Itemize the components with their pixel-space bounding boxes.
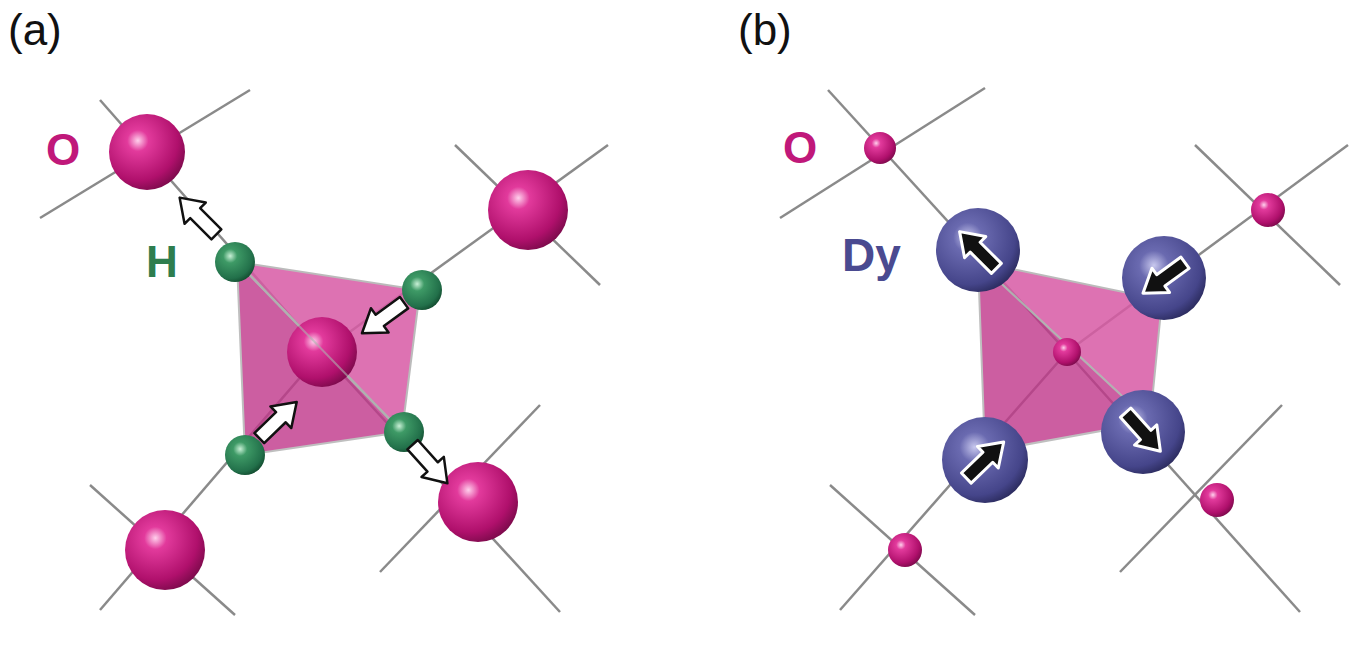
atom-label: H: [146, 240, 178, 284]
panel-a: [40, 90, 608, 615]
atom-label: O: [783, 126, 817, 170]
panel-b: [780, 88, 1348, 615]
atom-label: O: [46, 128, 80, 172]
atom-label: Dy: [842, 232, 901, 278]
panel-letter: (b): [738, 8, 792, 52]
panel-letter: (a): [8, 8, 62, 52]
